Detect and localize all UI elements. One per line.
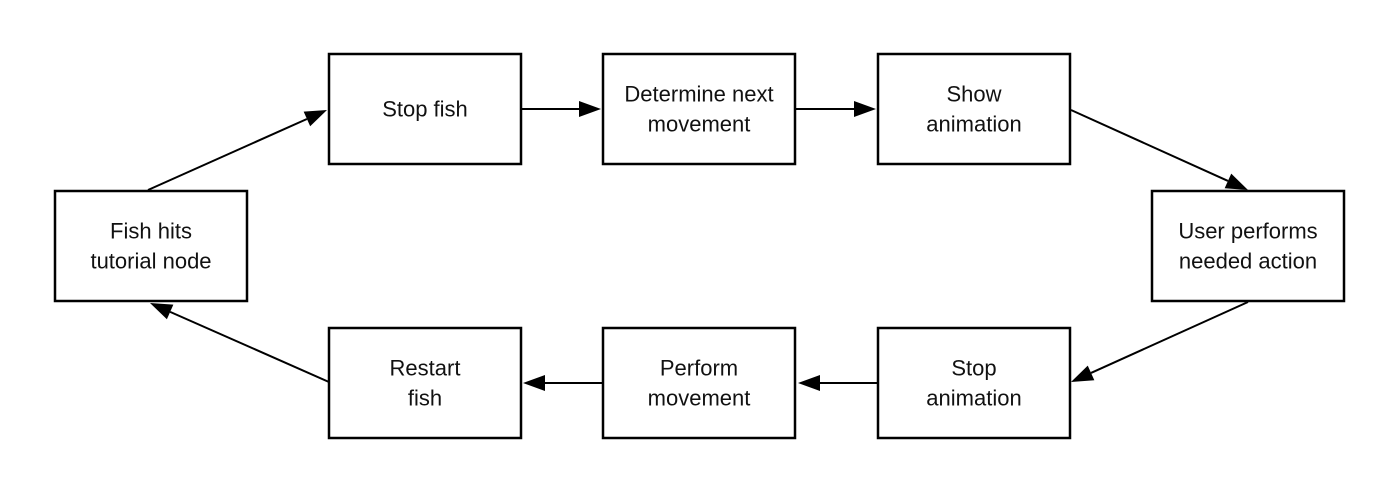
node-determine: Determine next movement xyxy=(601,52,797,166)
node-stop-fish: Stop fish xyxy=(327,52,523,166)
node-box xyxy=(53,189,249,303)
arrowhead-icon xyxy=(854,101,876,117)
node-fish-hits: Fish hits tutorial node xyxy=(53,189,249,303)
arrowhead-icon xyxy=(150,303,174,320)
edge-perform-to-restart xyxy=(523,375,603,391)
node-label-line: movement xyxy=(648,112,751,137)
arrowhead-icon xyxy=(579,101,601,117)
node-label-line: needed action xyxy=(1179,249,1317,274)
arrowhead-icon xyxy=(1071,365,1095,382)
node-label-line: Determine next xyxy=(624,82,773,107)
arrowhead-icon xyxy=(303,110,327,127)
edge-fish_hits-to-stop_fish xyxy=(147,110,327,191)
node-label-line: animation xyxy=(926,112,1021,137)
node-box xyxy=(1150,189,1346,303)
arrowhead-icon xyxy=(523,375,545,391)
node-stop-anim: Stop animation xyxy=(876,326,1072,440)
node-user-action: User performs needed action xyxy=(1150,189,1346,303)
node-label-line: Stop xyxy=(951,356,996,381)
edge-line xyxy=(147,118,308,191)
edge-line xyxy=(1070,109,1229,182)
edge-stop_anim-to-perform xyxy=(798,375,878,391)
edge-show_anim-to-user_action xyxy=(1070,109,1248,190)
node-box xyxy=(601,52,797,166)
node-label-line: Restart xyxy=(390,356,461,381)
edge-restart-to-fish_hits xyxy=(150,303,330,383)
edge-line xyxy=(1090,301,1249,374)
node-show-anim: Show animation xyxy=(876,52,1072,166)
node-label-line: Show xyxy=(946,82,1001,107)
node-label-line: animation xyxy=(926,386,1021,411)
node-box xyxy=(876,326,1072,440)
node-box xyxy=(327,52,523,166)
node-label-line: Fish hits xyxy=(110,219,192,244)
node-label-line: User performs xyxy=(1178,219,1317,244)
edge-user_action-to-stop_anim xyxy=(1071,301,1249,382)
node-label-line: Stop fish xyxy=(382,97,468,122)
node-restart: Restart fish xyxy=(327,326,523,440)
edges-layer xyxy=(147,101,1249,391)
edge-stop_fish-to-determine xyxy=(521,101,601,117)
node-box xyxy=(876,52,1072,166)
edge-determine-to-show_anim xyxy=(796,101,876,117)
node-box xyxy=(601,326,797,440)
arrowhead-icon xyxy=(1224,173,1248,190)
arrowhead-icon xyxy=(798,375,820,391)
node-label-line: Perform xyxy=(660,356,738,381)
edge-line xyxy=(169,310,330,383)
node-perform: Perform movement xyxy=(601,326,797,440)
node-box xyxy=(327,326,523,440)
node-label-line: tutorial node xyxy=(90,249,211,274)
node-label-line: fish xyxy=(408,386,442,411)
node-label-line: movement xyxy=(648,386,751,411)
